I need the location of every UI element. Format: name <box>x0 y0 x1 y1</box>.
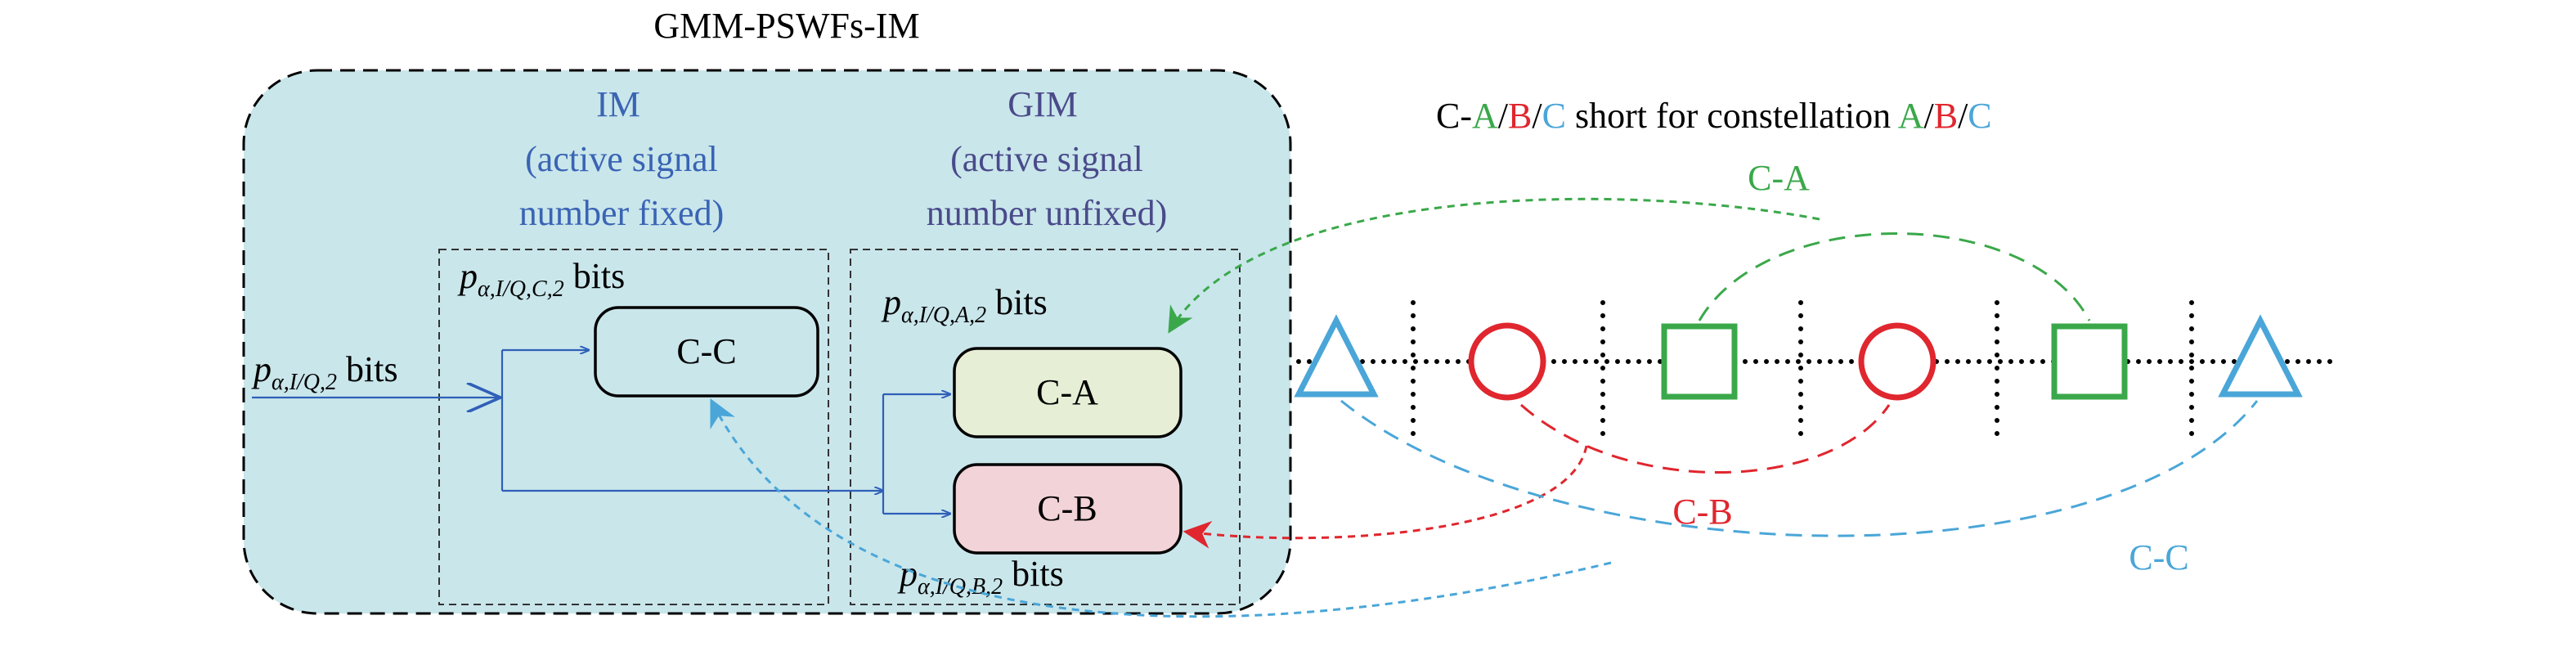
circle-symbol-2 <box>1858 322 1936 401</box>
constellation-axis <box>1296 300 2341 444</box>
square-symbol-1 <box>1661 323 1738 400</box>
block-ca: C-A <box>953 347 1183 438</box>
arcs-cb <box>1183 403 1891 549</box>
arcs-ca <box>1168 197 2091 334</box>
block-cc-label: C-C <box>676 331 736 371</box>
block-cb: C-B <box>953 463 1183 555</box>
gim-b-bits-label: pα,I/Q,B,2 bits <box>897 554 1064 600</box>
arc-cc-triangles <box>1340 399 2259 537</box>
arrow-cc-to-block <box>710 398 1612 618</box>
constellation-legend: C-A/B/C short for constellation A/B/C <box>1436 96 1992 136</box>
input-bits-label: pα,I/Q,2 bits <box>251 349 398 395</box>
im-subtitle-line2: number fixed) <box>519 193 724 233</box>
im-subtitle-line1: (active signal <box>525 139 718 179</box>
gim-subtitle-line2: number unfixed) <box>927 193 1167 233</box>
im-sub-box <box>438 249 829 605</box>
block-cc: C-C <box>594 306 819 398</box>
block-ca-label: C-A <box>1036 372 1098 412</box>
gim-subtitle-line1: (active signal <box>950 139 1143 179</box>
im-bits-label: pα,I/Q,C,2 bits <box>457 256 625 302</box>
constellation-symbols <box>1294 314 2303 401</box>
arc-cc-label: C-C <box>2129 537 2188 577</box>
gim-title: GIM <box>1008 84 1078 124</box>
im-title: IM <box>596 84 640 124</box>
diagram-title: GMM-PSWFs-IM <box>653 6 919 46</box>
block-cb-label: C-B <box>1037 488 1097 528</box>
signal-flow-arrows <box>252 350 950 514</box>
circle-symbol-1 <box>1468 322 1546 401</box>
gim-a-bits-label: pα,I/Q,A,2 bits <box>881 282 1048 328</box>
arc-ca-label: C-A <box>1748 158 1810 198</box>
gim-sub-box <box>850 249 1241 605</box>
triangle-symbol-2 <box>2218 314 2303 398</box>
arc-cb-circles <box>1520 403 1891 474</box>
square-symbol-2 <box>2051 323 2128 400</box>
arrow-ca-to-block <box>1168 197 1820 334</box>
arc-ca-squares <box>1698 232 2091 321</box>
arcs-cc <box>710 398 2259 618</box>
triangle-symbol-1 <box>1294 314 1379 398</box>
